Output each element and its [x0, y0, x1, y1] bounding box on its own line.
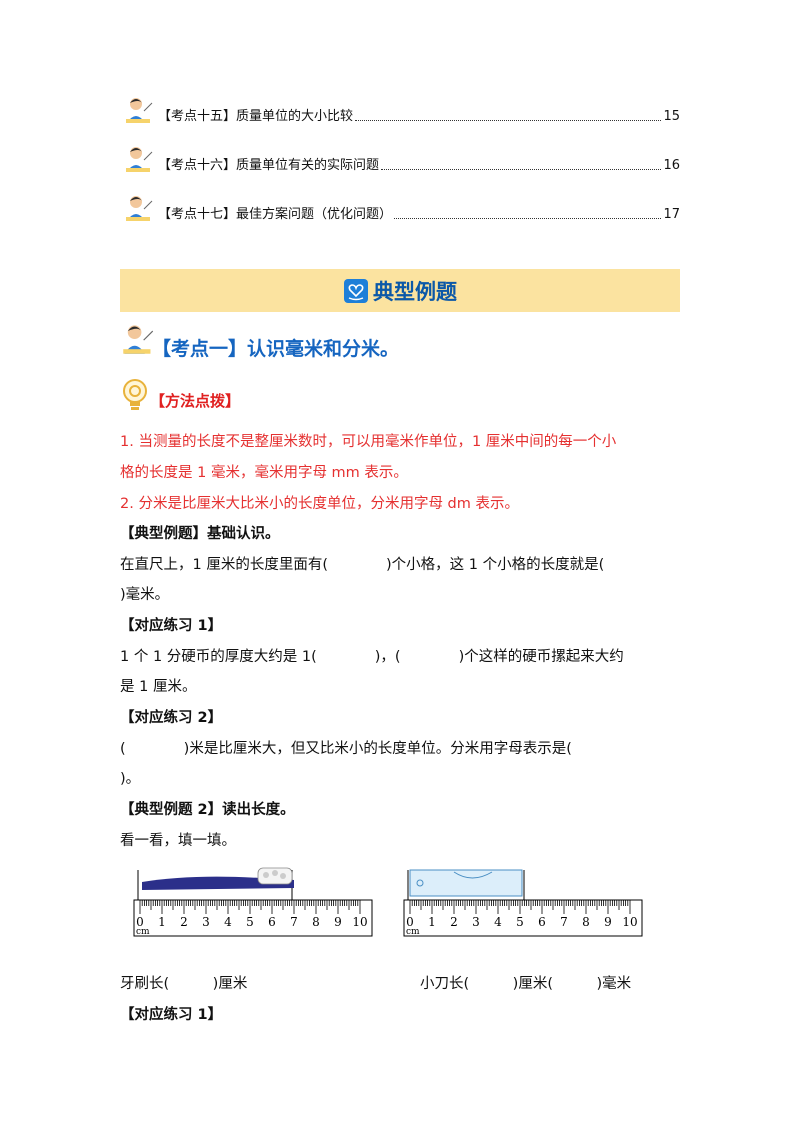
ruler-unit-label: cm [136, 927, 150, 937]
ruler-tick-label: 5 [246, 915, 254, 929]
ruler-tick-label: 9 [604, 915, 612, 929]
ruler-tick-label: 3 [472, 915, 480, 929]
ruler-tick-label: 1 [158, 915, 166, 929]
heart-book-icon [344, 278, 368, 303]
kaodian-title: 【考点一】认识毫米和分米。 [152, 338, 400, 360]
toc-row[interactable]: 【考点十六】质量单位有关的实际问题 16 [124, 144, 680, 174]
teacher-icon [126, 98, 153, 123]
toc-label: 【考点十七】最佳方案问题（优化问题） [158, 207, 393, 222]
question-line: )。 [120, 771, 141, 787]
method-title: 【方法点拨】 [150, 392, 241, 410]
ruler-tick-label: 2 [450, 915, 458, 929]
toothbrush-answer: 牙刷长( )厘米 [120, 976, 248, 992]
ruler-tick-label: 8 [312, 915, 320, 929]
knife-illustration [407, 869, 525, 900]
ruler-tick-label: 8 [582, 915, 590, 929]
teacher-icon [126, 196, 153, 221]
ruler-tick-label: 5 [516, 915, 524, 929]
toc-label: 【考点十五】质量单位的大小比较 [158, 109, 354, 124]
ruler-tick-label: 6 [268, 915, 276, 929]
practice-heading: 【对应练习 1】 [120, 618, 223, 634]
toc-page: 17 [663, 207, 680, 222]
question-line: ( )米是比厘米大，但又比米小的长度单位。分米用字母表示是( [120, 741, 572, 757]
ruler-tick-label: 6 [538, 915, 546, 929]
ruler-unit-label: cm [406, 927, 420, 937]
ruler-tick-label: 10 [352, 915, 367, 929]
ruler-tick-label: 4 [224, 915, 232, 929]
toc-page: 16 [663, 158, 680, 173]
ruler-tick-label: 0 [406, 915, 414, 929]
lightbulb-icon [123, 379, 147, 410]
toc-row[interactable]: 【考点十七】最佳方案问题（优化问题） 17 [124, 193, 680, 223]
toc-leader [394, 217, 662, 219]
toothbrush-illustration [137, 867, 294, 900]
toc-page: 15 [663, 109, 680, 124]
tip-line: 格的长度是 1 毫米，毫米用字母 mm 表示。 [120, 465, 408, 481]
practice-heading: 【对应练习 2】 [120, 710, 223, 726]
section-banner: 典型例题 [120, 269, 680, 312]
ruler-tick-label: 2 [180, 915, 188, 929]
tip-line: 2. 分米是比厘米大比米小的长度单位，分米用字母 dm 表示。 [120, 496, 519, 512]
ruler-tick-label: 1 [428, 915, 436, 929]
example-heading: 【典型例题 2】读出长度。 [120, 802, 295, 818]
question-line: 1 个 1 分硬币的厚度大约是 1( )，( )个这样的硬币摞起来大约 [120, 649, 624, 665]
section-title: 典型例题 [373, 279, 457, 304]
example-heading: 【典型例题】基础认识。 [120, 526, 280, 542]
toc-row[interactable]: 【考点十五】质量单位的大小比较 15 [124, 95, 680, 125]
knife-answer: 小刀长( )厘米( )毫米 [420, 976, 632, 992]
toc-leader [355, 119, 662, 121]
ruler-tick-label: 4 [494, 915, 502, 929]
ruler-tick-label: 3 [202, 915, 210, 929]
ruler-tick-label: 0 [136, 915, 144, 929]
ruler-tick-label: 7 [290, 915, 298, 929]
teacher-icon [123, 325, 154, 354]
question-line: 是 1 厘米。 [120, 679, 197, 695]
practice-heading: 【对应练习 1】 [120, 1007, 223, 1023]
tip-line: 1. 当测量的长度不是整厘米数时，可以用毫米作单位，1 厘米中间的每一个小 [120, 434, 617, 450]
toc-label: 【考点十六】质量单位有关的实际问题 [158, 158, 380, 173]
question-line: 在直尺上，1 厘米的长度里面有( )个小格，这 1 个小格的长度就是( [120, 557, 605, 573]
teacher-icon [126, 147, 153, 172]
instruction: 看一看，填一填。 [120, 833, 236, 849]
question-line: )毫米。 [120, 587, 170, 603]
ruler-tick-label: 7 [560, 915, 568, 929]
ruler-tick-label: 9 [334, 915, 342, 929]
ruler-tick-label: 10 [622, 915, 637, 929]
toc-leader [381, 168, 662, 170]
